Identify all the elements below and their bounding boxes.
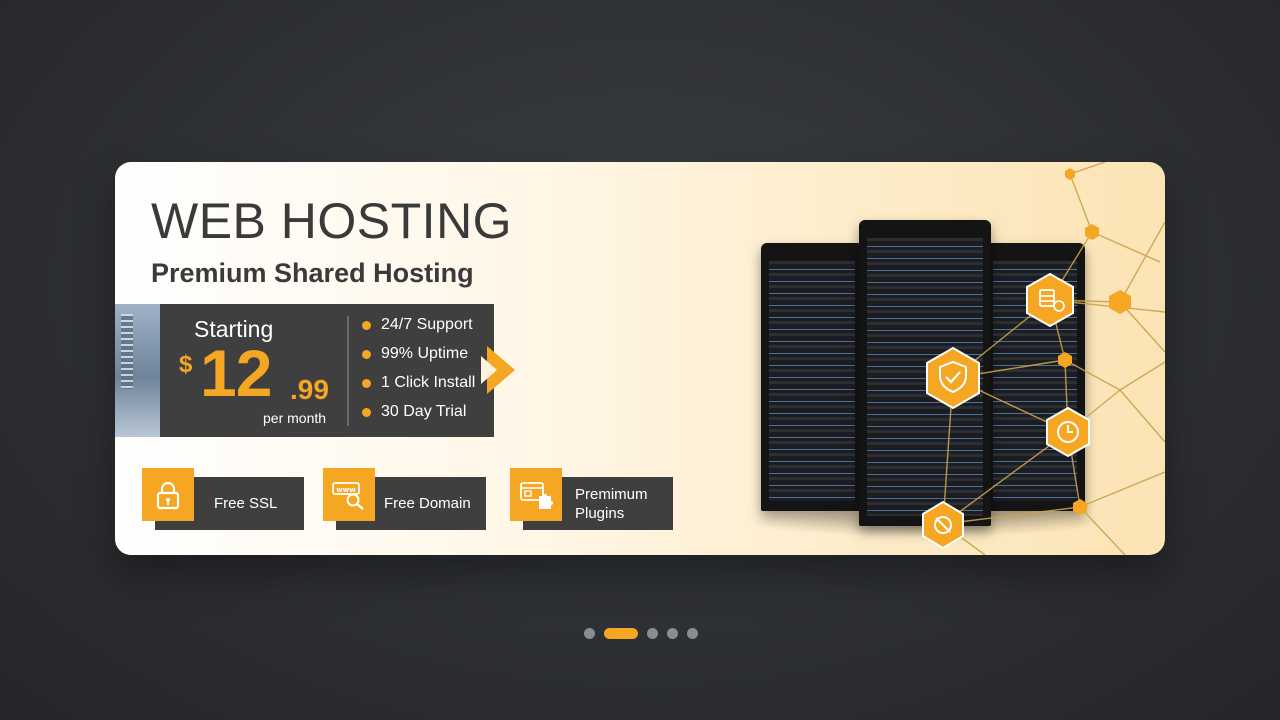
svg-text:www: www	[336, 486, 356, 494]
carousel-pagination	[584, 628, 698, 639]
perk-free-domain: www Free Domain	[323, 468, 486, 530]
perk-label: Premimum Plugins	[575, 485, 648, 522]
carousel-dot[interactable]	[687, 628, 698, 639]
chevron-right-icon	[481, 346, 515, 394]
price-panel: Starting $ 12 .99 per month 24/7 Support…	[115, 304, 494, 437]
www-search-icon: www	[323, 468, 375, 521]
price-divider	[347, 316, 349, 426]
feature-item: 99% Uptime	[362, 343, 475, 372]
lock-icon	[142, 468, 194, 521]
carousel-dot[interactable]	[584, 628, 595, 639]
perk-label: Free Domain	[384, 495, 471, 512]
server-racks-illustration	[755, 217, 1085, 527]
price-currency: $	[179, 351, 193, 378]
feature-item: 30 Day Trial	[362, 401, 475, 430]
perk-free-ssl: Free SSL	[142, 468, 304, 530]
carousel-dot[interactable]	[667, 628, 678, 639]
server-rack	[985, 243, 1085, 511]
banner-subtitle: Premium Shared Hosting	[151, 258, 474, 288]
feature-item: 1 Click Install	[362, 372, 475, 401]
feature-list: 24/7 Support 99% Uptime 1 Click Install …	[362, 314, 475, 430]
price-amount: 12	[200, 336, 272, 410]
perk-label: Free SSL	[214, 495, 278, 512]
carousel-dot-active[interactable]	[604, 628, 638, 639]
price-period: per month	[263, 410, 327, 426]
carousel-dot[interactable]	[647, 628, 658, 639]
datacenter-photo	[115, 304, 160, 437]
price-cents: .99	[290, 374, 329, 405]
hosting-banner[interactable]: WEB HOSTING Premium Shared Hosting Start…	[115, 162, 1165, 555]
feature-item: 24/7 Support	[362, 314, 475, 343]
starting-label: Starting	[194, 316, 274, 342]
server-rack	[859, 220, 991, 526]
perk-premium-plugins: Premimum Plugins	[510, 468, 673, 530]
server-rack	[761, 243, 863, 511]
plugin-icon	[510, 468, 562, 521]
banner-title: WEB HOSTING	[151, 193, 513, 249]
